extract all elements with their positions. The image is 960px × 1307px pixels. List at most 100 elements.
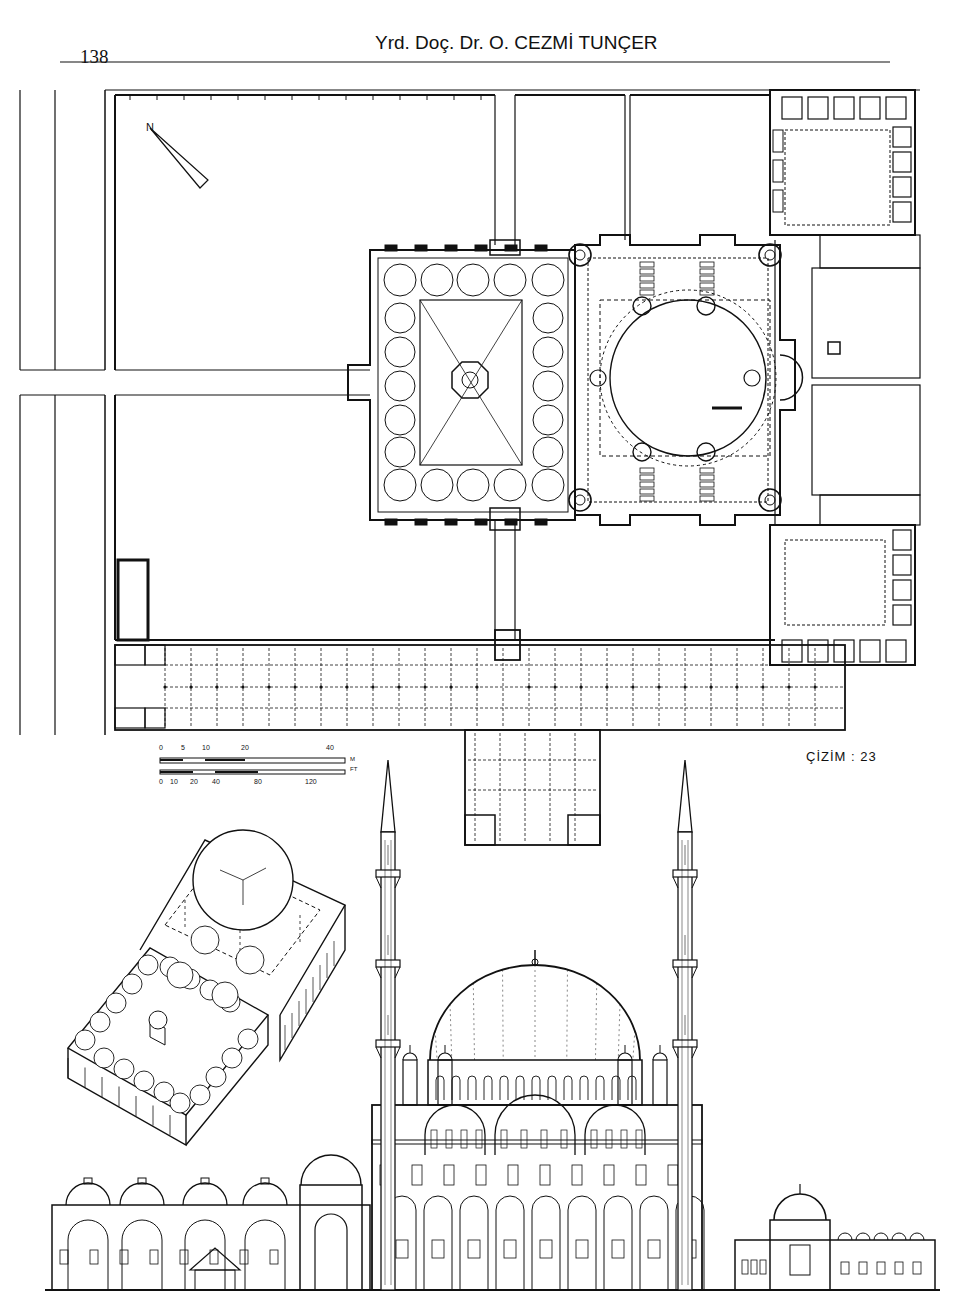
courtyard-gate bbox=[490, 240, 520, 255]
portico-dome bbox=[457, 264, 489, 296]
minaret-balcony bbox=[376, 870, 400, 877]
window bbox=[210, 1250, 218, 1264]
scale-label: 80 bbox=[254, 778, 262, 785]
axo-window bbox=[306, 989, 307, 1014]
arasta-grid bbox=[165, 687, 845, 688]
turret-finial bbox=[660, 1045, 661, 1053]
minaret-flute bbox=[688, 840, 689, 1285]
portico-dome bbox=[532, 469, 564, 501]
minaret-shaft bbox=[678, 832, 692, 1290]
madrasa-cell bbox=[893, 152, 911, 172]
wall-tick bbox=[454, 95, 455, 100]
portal-arch bbox=[315, 1214, 347, 1290]
gallery-arch bbox=[640, 1196, 668, 1290]
precinct-wall bbox=[820, 235, 920, 268]
portico-arch bbox=[245, 1220, 285, 1290]
mihrab-apse bbox=[780, 355, 803, 400]
pier bbox=[633, 443, 651, 461]
drum-window bbox=[564, 1076, 572, 1100]
dome-drum bbox=[428, 1060, 642, 1105]
minbar bbox=[712, 407, 742, 410]
minaret-balcony bbox=[673, 870, 697, 877]
madrasa-cell bbox=[782, 640, 802, 662]
dome-rib bbox=[633, 1031, 635, 1060]
window bbox=[120, 1250, 128, 1264]
dome-rib bbox=[566, 970, 568, 1060]
balcony-corbel bbox=[376, 1047, 400, 1058]
arasta-cell bbox=[145, 708, 165, 728]
arch-window bbox=[591, 1130, 597, 1148]
prayer-hall-inner bbox=[588, 258, 768, 502]
dome-square bbox=[600, 300, 770, 456]
window bbox=[668, 1165, 678, 1185]
turret-finial bbox=[625, 1045, 626, 1053]
portico-dome bbox=[494, 264, 526, 296]
buttress bbox=[415, 245, 427, 251]
axo-semidome bbox=[236, 946, 264, 974]
madrasa-elevation bbox=[735, 1240, 935, 1290]
axo-sadirvan-roof bbox=[149, 1011, 167, 1029]
scale-label: 0 bbox=[159, 778, 163, 785]
dome-rib bbox=[535, 965, 536, 1060]
window bbox=[476, 1165, 486, 1185]
buttress-turret bbox=[403, 1060, 417, 1105]
axo-portico-dome bbox=[170, 1093, 190, 1113]
portico-dome bbox=[533, 437, 563, 467]
scale-label: 5 bbox=[181, 744, 185, 751]
portico-dome bbox=[533, 371, 563, 401]
arasta-grid bbox=[475, 733, 476, 842]
madrasa-cell bbox=[893, 530, 911, 550]
wall-line bbox=[515, 94, 625, 96]
dome-rib bbox=[435, 1031, 437, 1060]
stair-step bbox=[640, 482, 654, 487]
buttress bbox=[385, 519, 397, 525]
axo-portico-dome bbox=[106, 993, 126, 1013]
cell-dome bbox=[856, 1233, 870, 1240]
buttress-turret bbox=[653, 1060, 667, 1105]
finial bbox=[138, 1178, 146, 1184]
axo-main-dome bbox=[193, 830, 293, 930]
minaret-flute bbox=[685, 845, 686, 865]
window bbox=[90, 1250, 98, 1264]
portico-dome bbox=[533, 303, 563, 333]
semidome-arch bbox=[425, 1105, 485, 1155]
window bbox=[412, 1165, 422, 1185]
axo-window bbox=[320, 965, 321, 990]
window bbox=[432, 1240, 444, 1258]
drum-window bbox=[532, 1076, 540, 1100]
wall-line bbox=[629, 95, 630, 240]
wall-tick bbox=[211, 95, 212, 100]
fountain-mark bbox=[828, 342, 840, 354]
madrasa-outline bbox=[770, 90, 915, 235]
mosque-body bbox=[372, 1105, 702, 1290]
arch-window bbox=[621, 1130, 627, 1148]
axo-portico-dome bbox=[122, 974, 142, 994]
stair-step bbox=[640, 262, 654, 267]
main-dome bbox=[430, 965, 640, 1060]
portico-dome bbox=[385, 303, 415, 333]
wall-line bbox=[115, 94, 495, 96]
main-dome-drum bbox=[600, 290, 776, 466]
axo-semidome bbox=[191, 926, 219, 954]
wall-tick bbox=[238, 95, 239, 100]
madrasa-cell bbox=[808, 97, 828, 119]
courtyard-diagonal bbox=[420, 300, 522, 465]
portico-dome bbox=[421, 469, 453, 501]
drum-window bbox=[612, 1076, 620, 1100]
stair-step bbox=[640, 475, 654, 480]
window bbox=[150, 1250, 158, 1264]
stair-step bbox=[700, 283, 714, 288]
window bbox=[540, 1240, 552, 1258]
minaret-flute bbox=[388, 1015, 389, 1035]
wall-tick bbox=[319, 95, 320, 100]
minaret-base bbox=[569, 489, 591, 511]
courtyard-court bbox=[420, 300, 522, 465]
arch-window bbox=[501, 1130, 507, 1148]
buttress-turret bbox=[438, 1060, 452, 1105]
madrasa-cell bbox=[782, 97, 802, 119]
courtyard-diagonal bbox=[420, 300, 522, 465]
wall-line bbox=[104, 395, 106, 735]
window bbox=[540, 1165, 550, 1185]
semidome-arch bbox=[495, 1095, 575, 1155]
drum-window bbox=[436, 1076, 444, 1100]
